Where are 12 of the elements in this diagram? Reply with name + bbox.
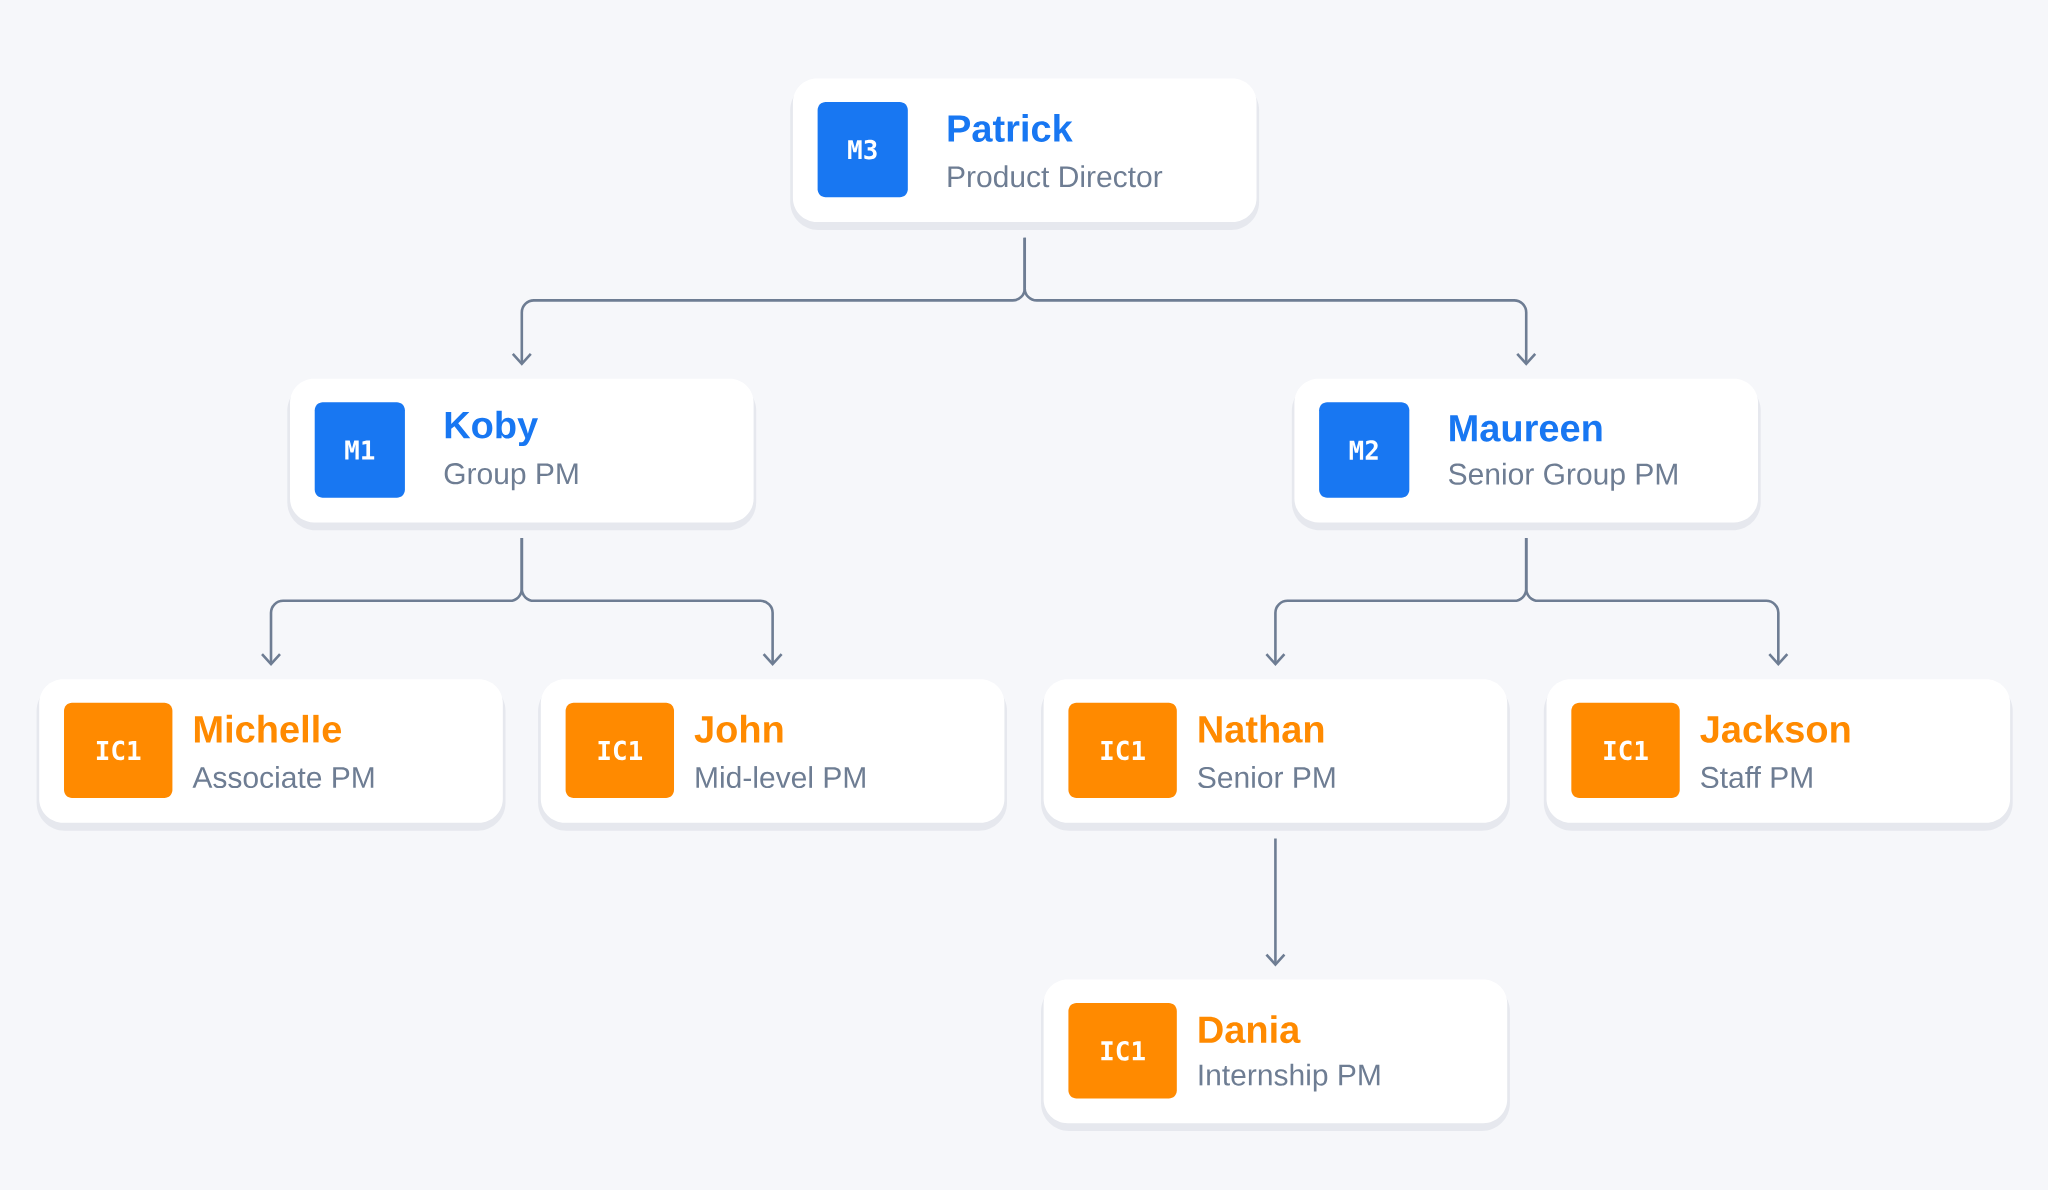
level-badge: M2 [1319,402,1410,498]
arrow [1023,237,1537,366]
arrow [1265,838,1286,967]
level-badge: IC1 [1068,1003,1177,1099]
level-badge: IC1 [64,702,173,799]
level-badge: IC1 [1571,702,1680,799]
level-badge: IC1 [1068,702,1177,799]
level-badge: M1 [314,402,405,498]
level-badge: IC1 [565,702,674,799]
arrow [1524,538,1789,667]
arrow [520,538,783,667]
level-badge: M3 [817,101,908,198]
